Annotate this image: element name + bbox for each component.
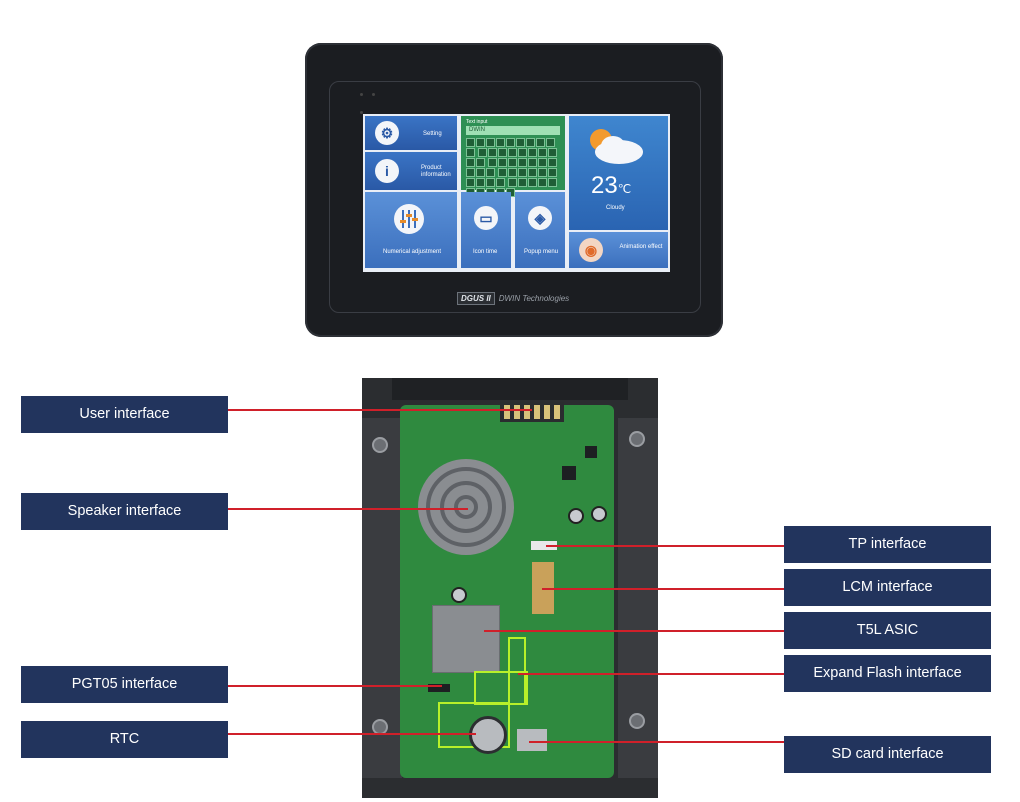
speaker-grille [418,459,514,555]
capacitor [591,506,607,522]
layers-icon: ◈ [528,206,552,230]
display-bezel [329,81,701,313]
ic-chip [585,446,597,458]
keyboard-keys [466,138,560,198]
setting-label: Setting [423,131,442,137]
label-tp-interface: TP interface [784,526,991,563]
weather-tile: 23℃ Cloudy [569,116,668,230]
leader-rtc [228,733,476,735]
monitor-icon: ▭ [474,206,498,230]
product-information-tile: i Product information [365,152,457,190]
label-sd-card-interface: SD card interface [784,736,991,773]
info-icon: i [375,159,399,183]
screw-top-right [629,431,645,447]
leader-speaker-interface [228,508,468,510]
animation-effect-tile: ◉ Animation effect [569,232,668,268]
numerical-adjustment-label: Numerical adjustment [383,249,442,255]
leader-user-interface [228,409,532,411]
dgus-badge: DGUS II [457,292,495,305]
popup-menu-tile: ◈ Popup menu [515,192,565,268]
screw-top-left [372,437,388,453]
display-front-photo: ⚙ Setting i Product information Numerica… [305,43,723,337]
icon-tile-label: Icon time [473,249,498,255]
flash-area-outline [474,671,528,705]
label-user-interface: User interface [21,396,228,433]
pgt05-connector [428,684,450,692]
leader-t5l-asic [484,630,784,632]
label-rtc: RTC [21,721,228,758]
sliders-icon [391,204,427,234]
icon-tile: ▭ Icon time [461,192,511,268]
leader-sd-card-interface [529,741,784,743]
keyboard-title: Text input [466,119,488,125]
user-interface-header [500,402,564,422]
product-information-label: Product information [421,165,451,178]
sd-card-slot [517,729,547,751]
screw-bottom-right [629,713,645,729]
animation-effect-label: Animation effect [619,244,663,250]
rtc-battery [469,716,507,754]
gear-icon: ⚙ [375,121,399,145]
leader-expand-flash-interface [518,673,784,675]
sun-cloud-icon [583,124,647,166]
weather-label: Cloudy [606,205,625,211]
animation-icon: ◉ [579,238,603,262]
label-pgt05-interface: PGT05 interface [21,666,228,703]
display-screen: ⚙ Setting i Product information Numerica… [363,114,670,272]
capacitor [451,587,467,603]
label-speaker-interface: Speaker interface [21,493,228,530]
tp-connector [531,541,557,550]
sensor-dots [360,83,390,114]
label-lcm-interface: LCM interface [784,569,991,606]
keyboard-tile: Text input DWIN [461,116,565,197]
numerical-adjustment-tile: Numerical adjustment [365,192,457,268]
ic-chip [562,466,576,480]
capacitor [568,508,584,524]
setting-tile: ⚙ Setting [365,116,457,150]
label-t5l-asic: T5L ASIC [784,612,991,649]
pcb-board [400,405,614,778]
popup-menu-label: Popup menu [524,249,559,255]
t5l-asic-chip [432,605,500,673]
keyboard-input-field: DWIN [466,126,560,135]
temperature-readout: 23℃ [591,172,632,199]
leader-pgt05-interface [228,685,442,687]
label-expand-flash-interface: Expand Flash interface [784,655,991,692]
leader-lcm-interface [542,588,784,590]
brand-text: DWIN Technologies [498,294,570,303]
leader-tp-interface [546,545,784,547]
